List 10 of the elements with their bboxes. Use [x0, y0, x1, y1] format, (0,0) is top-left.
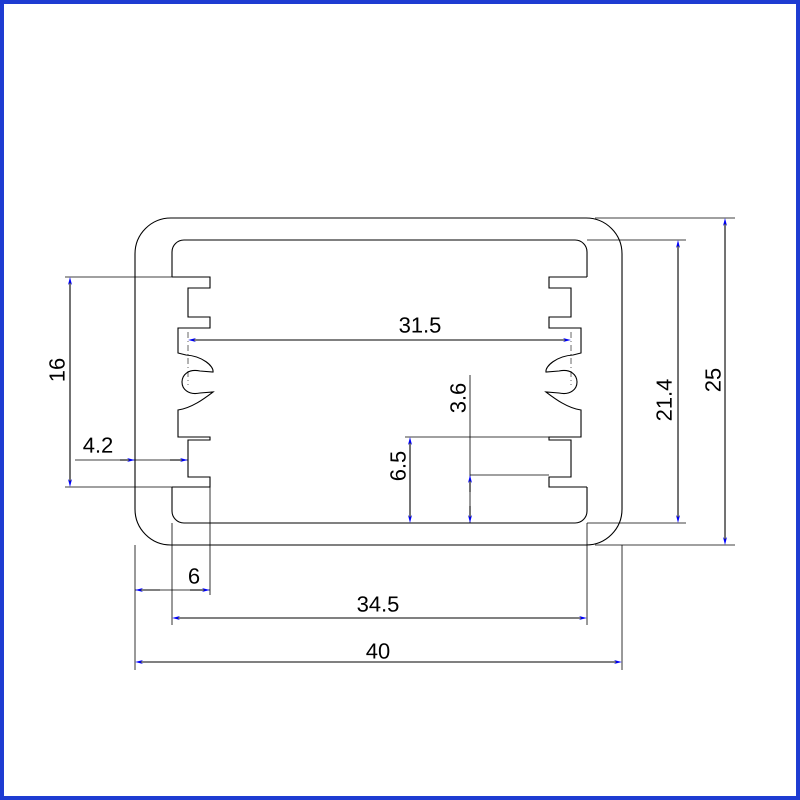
dimension-label: 31.5: [400, 317, 440, 333]
dimension-label: 6.5: [390, 452, 406, 480]
dimension-label: 3.6: [450, 384, 466, 412]
dimension-label: 25: [705, 368, 721, 392]
dimension-label: 16: [49, 358, 65, 381]
dimension-label: 21.4: [656, 379, 672, 420]
dimension-label: 34.5: [358, 596, 398, 612]
dimension-label: 4.2: [83, 437, 112, 453]
dimension-label: 6: [189, 568, 200, 584]
dimension-label: 40: [366, 643, 390, 659]
